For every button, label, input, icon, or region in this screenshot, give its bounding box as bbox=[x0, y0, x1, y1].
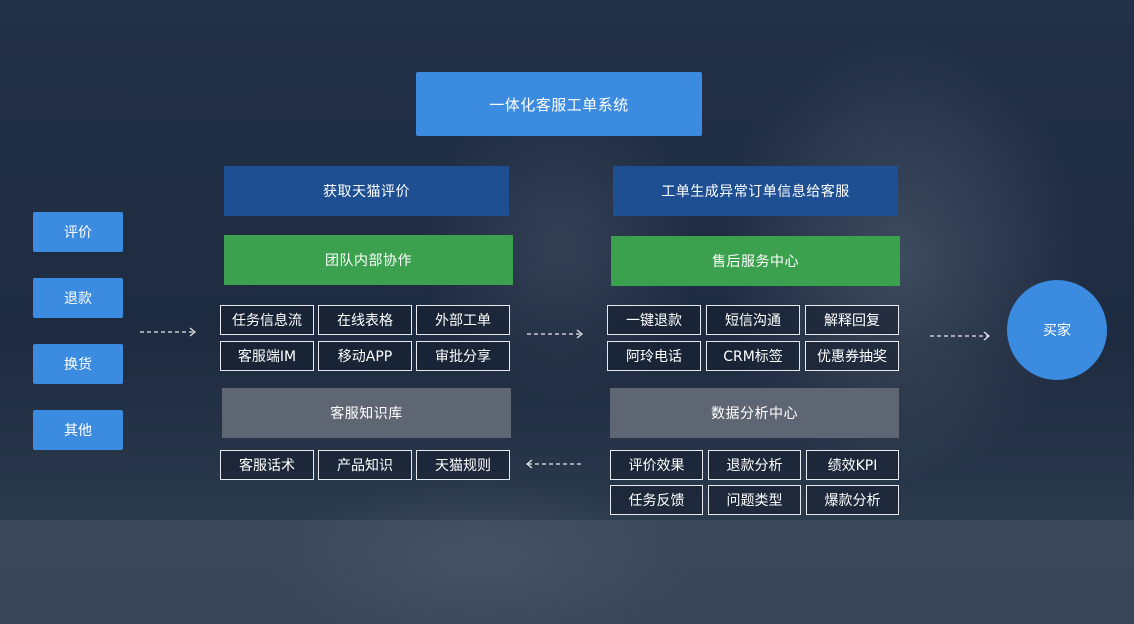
tag-explain-reply: 解释回复 bbox=[805, 305, 899, 335]
arrow-right-icon bbox=[930, 331, 992, 341]
tag-external-ticket: 外部工单 bbox=[416, 305, 510, 335]
tag-mobile-app: 移动APP bbox=[318, 341, 412, 371]
arrow-left-icon bbox=[524, 459, 582, 469]
tag-bestseller-analysis: 爆款分析 bbox=[806, 485, 899, 515]
tag-refund-analysis: 退款分析 bbox=[708, 450, 801, 480]
tag-task-stream: 任务信息流 bbox=[220, 305, 314, 335]
arrow-right-icon bbox=[527, 329, 585, 339]
tag-sms-communication: 短信沟通 bbox=[706, 305, 800, 335]
system-title: 一体化客服工单系统 bbox=[416, 72, 702, 136]
arrow-right-icon bbox=[140, 327, 198, 337]
tag-issue-type: 问题类型 bbox=[708, 485, 801, 515]
tag-product-knowledge: 产品知识 bbox=[318, 450, 412, 480]
tag-service-scripts: 客服话术 bbox=[220, 450, 314, 480]
tag-one-click-refund: 一键退款 bbox=[607, 305, 701, 335]
tag-coupon-lottery: 优惠券抽奖 bbox=[805, 341, 899, 371]
tag-service-im: 客服端IM bbox=[220, 341, 314, 371]
tag-approval-share: 审批分享 bbox=[416, 341, 510, 371]
tag-task-feedback: 任务反馈 bbox=[610, 485, 703, 515]
background-table bbox=[0, 520, 1134, 624]
tag-crm-label: CRM标签 bbox=[706, 341, 800, 371]
side-item-refund: 退款 bbox=[33, 278, 123, 318]
abnormal-order-ticket-box: 工单生成异常订单信息给客服 bbox=[613, 166, 898, 216]
data-analysis-center-box: 数据分析中心 bbox=[610, 388, 899, 438]
tag-online-sheet: 在线表格 bbox=[318, 305, 412, 335]
team-collaboration-box: 团队内部协作 bbox=[224, 235, 513, 285]
fetch-tmall-reviews-box: 获取天猫评价 bbox=[224, 166, 509, 216]
buyer-circle: 买家 bbox=[1007, 280, 1107, 380]
knowledge-base-box: 客服知识库 bbox=[222, 388, 511, 438]
side-item-exchange: 换货 bbox=[33, 344, 123, 384]
tag-performance-kpi: 绩效KPI bbox=[806, 450, 899, 480]
side-item-other: 其他 bbox=[33, 410, 123, 450]
tag-review-effect: 评价效果 bbox=[610, 450, 703, 480]
side-item-review: 评价 bbox=[33, 212, 123, 252]
tag-aliling-phone: 阿玲电话 bbox=[607, 341, 701, 371]
after-sales-center-box: 售后服务中心 bbox=[611, 236, 900, 286]
tag-tmall-rules: 天猫规则 bbox=[416, 450, 510, 480]
